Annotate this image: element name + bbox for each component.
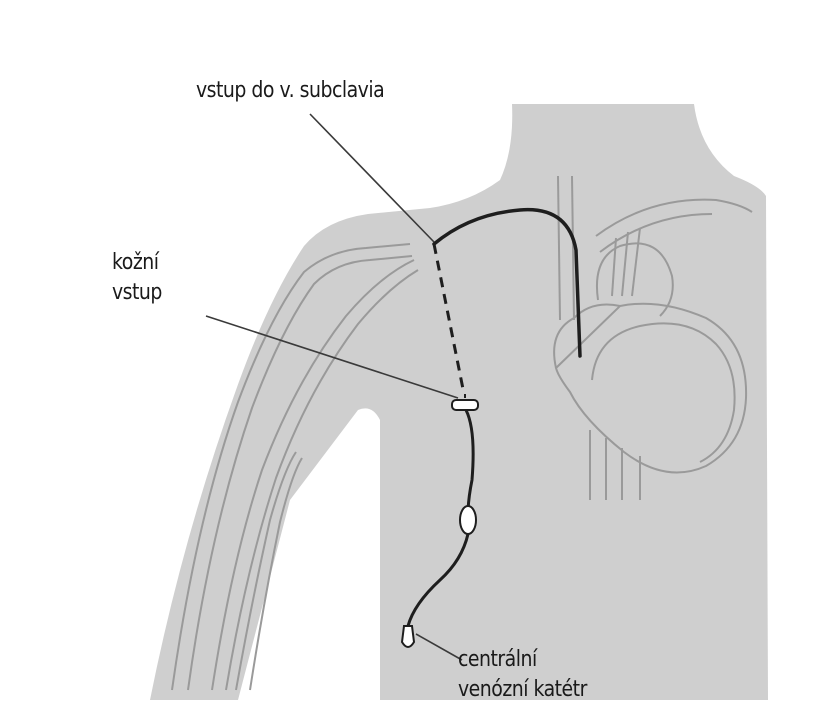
label-central-venous-catheter: centrální venózní katétr xyxy=(458,645,587,705)
label-skin-entry-line2: vstup xyxy=(112,278,162,308)
catheter-clamp xyxy=(460,506,476,534)
label-subclavia-entry: vstup do v. subclavia xyxy=(196,76,384,106)
catheter-connector xyxy=(402,626,414,647)
label-catheter-line2: venózní katétr xyxy=(458,675,587,705)
label-catheter-line1: centrální xyxy=(458,645,587,675)
label-skin-entry: kožní vstup xyxy=(112,248,162,308)
label-skin-entry-line1: kožní xyxy=(112,248,162,278)
